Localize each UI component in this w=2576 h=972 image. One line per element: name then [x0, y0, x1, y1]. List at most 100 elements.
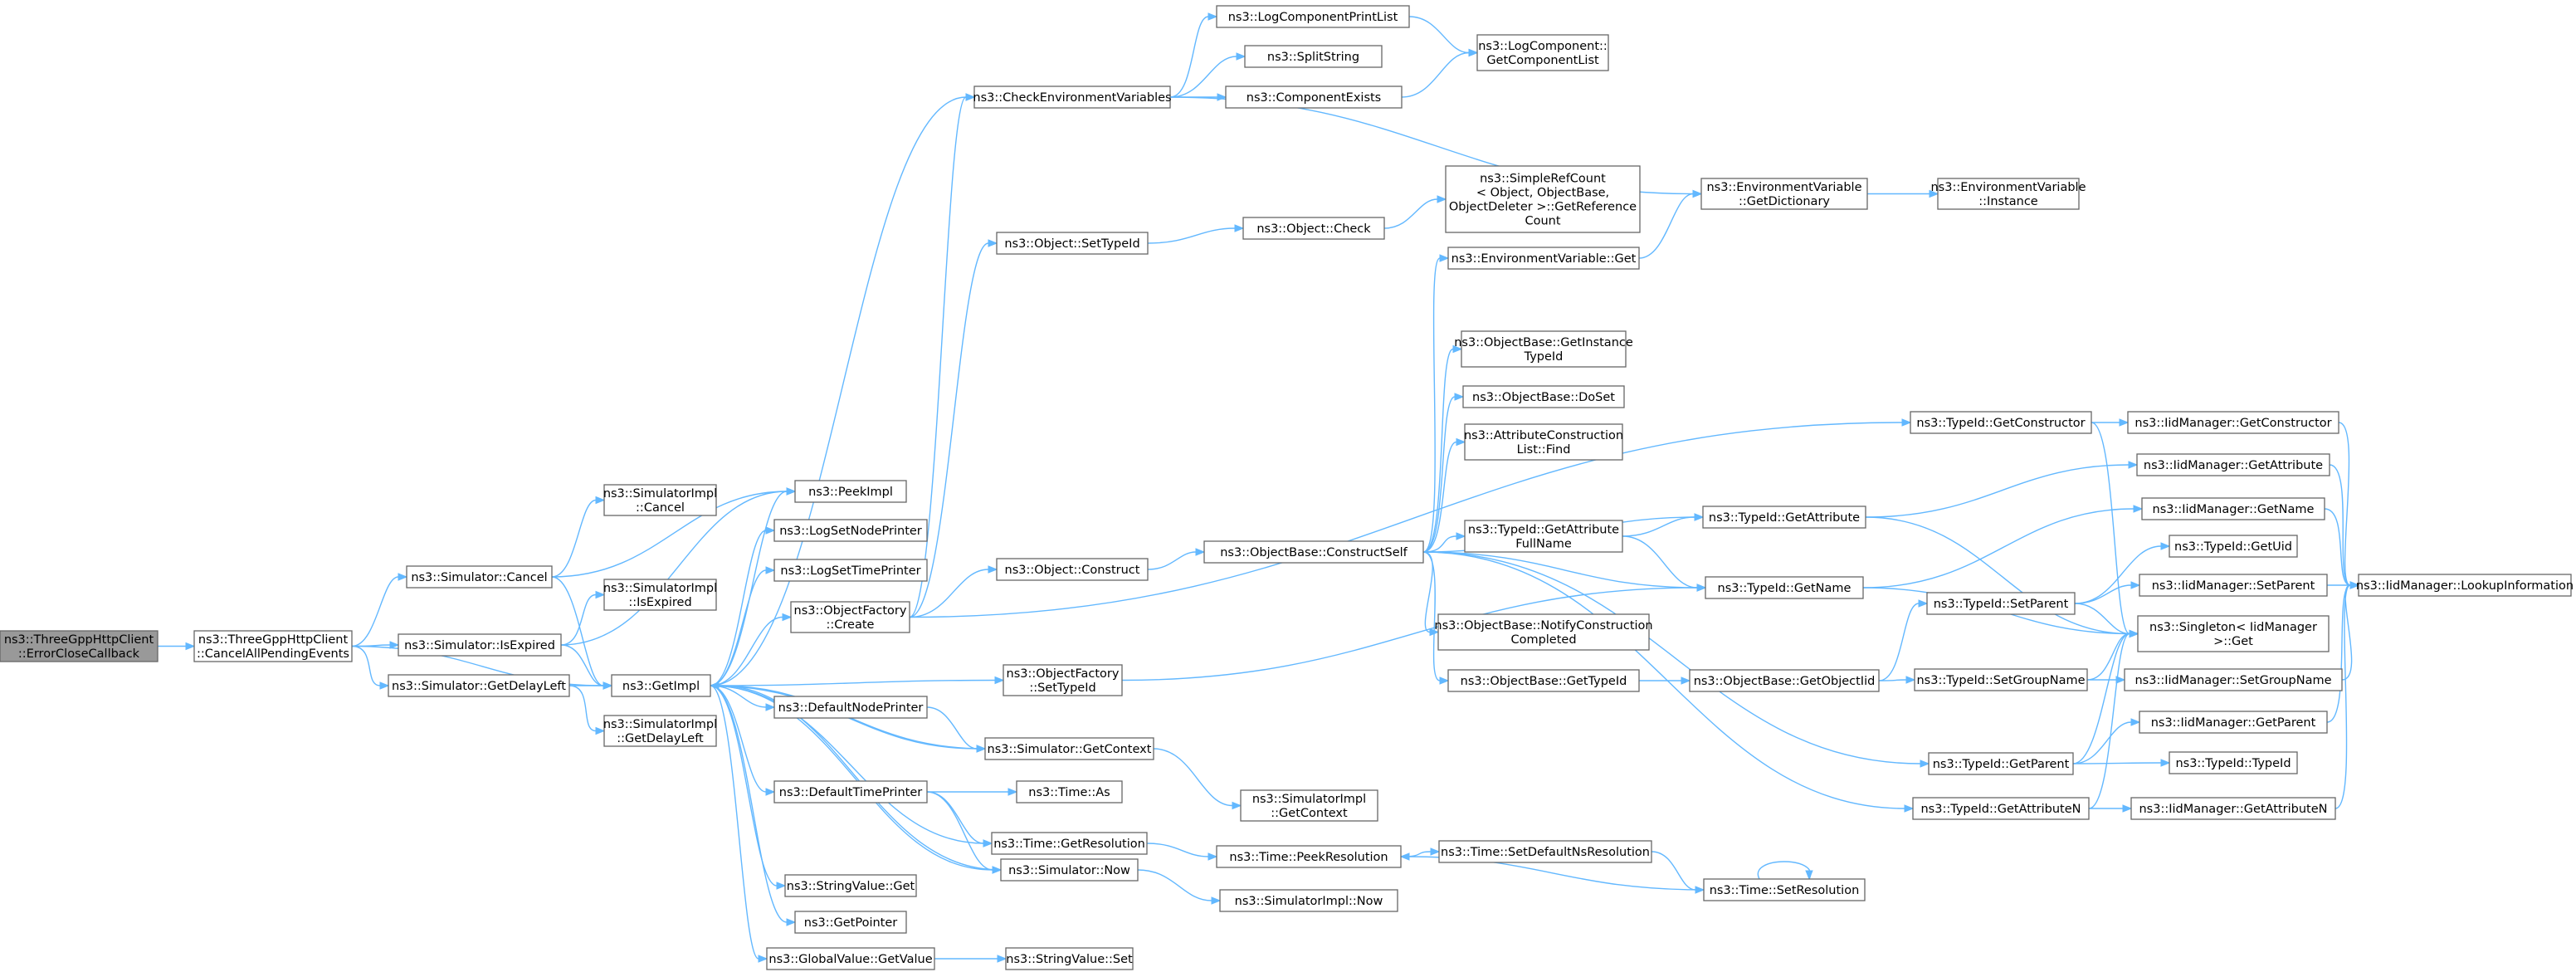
node-ns3-typeid-getuid[interactable]: ns3::TypeId::GetUid: [2169, 535, 2298, 558]
edge-cape-to-gdl: [351, 645, 390, 690]
node-label: ns3::StringValue::Set: [1006, 953, 1133, 966]
node-ns3-typeid-typeid[interactable]: ns3::TypeId::TypeId: [2169, 751, 2298, 774]
node-ns3-peekimpl[interactable]: ns3::PeekImpl: [794, 480, 907, 503]
node-ns3-simulator-getdelayleft[interactable]: ns3::Simulator::GetDelayLeft: [388, 674, 570, 697]
node-ns3-stringvalue-get[interactable]: ns3::StringValue::Get: [784, 874, 917, 897]
node-ns3-checkenvironmentvariables[interactable]: ns3::CheckEnvironmentVariables: [973, 85, 1172, 109]
node-ns3-iidmanager-getattributen[interactable]: ns3::IidManager::GetAttributeN: [2130, 797, 2336, 820]
node-ns3-logsettimeprinter[interactable]: ns3::LogSetTimePrinter: [773, 559, 928, 582]
node-box: [1016, 780, 1123, 803]
node-ns3-typeid-getname[interactable]: ns3::TypeId::GetName: [1705, 576, 1864, 599]
node-ns3-objectfactory-settypeid[interactable]: ns3::ObjectFactory::SetTypeId: [1003, 664, 1123, 696]
node-ns3-iidmanager-getparent[interactable]: ns3::IidManager::GetParent: [2139, 711, 2328, 734]
node-ns3-object-settypeid[interactable]: ns3::Object::SetTypeId: [996, 232, 1149, 255]
node-ns3-logcomponentprintlist[interactable]: ns3::LogComponentPrintList: [1216, 5, 1410, 28]
node-ns3-time-as[interactable]: ns3::Time::As: [1016, 780, 1123, 803]
node-label: ns3::CheckEnvironmentVariables: [973, 91, 1171, 105]
node-ns3-simulatorimpl-cancel[interactable]: ns3::SimulatorImpl::Cancel: [603, 484, 717, 516]
node-ns3-componentexists[interactable]: ns3::ComponentExists: [1225, 85, 1403, 109]
node-ns3-threegpphttpclient-cancelallpendingevents[interactable]: ns3::ThreeGppHttpClient::CancelAllPendin…: [193, 630, 353, 662]
node-ns3-simulatorimpl-isexpired[interactable]: ns3::SimulatorImpl::IsExpired: [603, 579, 717, 611]
node-label: ns3::TypeId::GetAttributeN: [1920, 803, 2081, 816]
node-ns3-typeid-getparent[interactable]: ns3::TypeId::GetParent: [1928, 752, 2074, 775]
edge-obcs-to-obdoset: [1422, 393, 1465, 553]
edge-gvgetval-to-strvset: [934, 955, 1007, 963]
node-label: Completed: [1510, 633, 1576, 647]
edge-objconstruct-to-obcs: [1147, 548, 1206, 570]
node-ns3-environmentvariable-get[interactable]: ns3::EnvironmentVariable::Get: [1447, 247, 1640, 270]
node-ns3-object-construct[interactable]: ns3::Object::Construct: [996, 558, 1149, 581]
node-label: ::GetDelayLeft: [617, 732, 704, 745]
node-ns3-logsetnodeprinter[interactable]: ns3::LogSetNodePrinter: [773, 519, 928, 542]
node-ns3-time-setresolution[interactable]: ns3::Time::SetResolution: [1703, 878, 1866, 901]
node-label: ObjectDeleter >::GetReference: [1449, 201, 1637, 214]
node-ns3-iidmanager-setgroupname[interactable]: ns3::IidManager::SetGroupName: [2124, 668, 2343, 691]
node-box: [1464, 423, 1623, 461]
node-ns3-stringvalue-set[interactable]: ns3::StringValue::Set: [1005, 947, 1134, 970]
edge-obcs-to-envget: [1422, 254, 1450, 553]
node-ns3-typeid-getattributen[interactable]: ns3::TypeId::GetAttributeN: [1912, 797, 2090, 820]
node-ns3-time-setdefaultnsresolution[interactable]: ns3::Time::SetDefaultNsResolution: [1438, 840, 1652, 863]
node-ns3-simplerefcount-object-objectbase-objectdeleter-getreference-count[interactable]: ns3::SimpleRefCount< Object, ObjectBase,…: [1445, 165, 1641, 233]
node-ns3-typeid-setgroupname[interactable]: ns3::TypeId::SetGroupName: [1914, 668, 2088, 691]
node-ns3-simulatorimpl-now[interactable]: ns3::SimulatorImpl::Now: [1219, 889, 1398, 912]
node-ns3-getpointer[interactable]: ns3::GetPointer: [794, 911, 907, 934]
node-ns3-objectbase-getobjectiid[interactable]: ns3::ObjectBase::GetObjectIid: [1689, 669, 1880, 692]
node-box: [794, 911, 907, 934]
edge-getimpl-to-lstp: [710, 566, 776, 686]
edge-obcs-to-tidgetname: [1422, 551, 1707, 592]
node-ns3-objectbase-gettypeid[interactable]: ns3::ObjectBase::GetTypeId: [1447, 669, 1640, 692]
edge-timegetres-to-timepeekres: [1146, 843, 1218, 861]
node-ns3-simulator-cancel[interactable]: ns3::Simulator::Cancel: [406, 565, 553, 589]
node-ns3-environmentvariable-getdictionary[interactable]: ns3::EnvironmentVariable::GetDictionary: [1700, 178, 1868, 210]
edge-tidsetparent-to-tidgetuid: [2074, 542, 2171, 604]
node-label: ::IsExpired: [628, 596, 691, 609]
node-box: [1926, 592, 2076, 615]
edge-lcpl-to-lcgcl: [1408, 16, 1479, 57]
node-box: [773, 780, 928, 803]
node-ns3-time-getresolution[interactable]: ns3::Time::GetResolution: [991, 832, 1148, 855]
node-ns3-logcomponent-getcomponentlist[interactable]: ns3::LogComponent::GetComponentList: [1476, 34, 1609, 71]
node-ns3-simulator-now[interactable]: ns3::Simulator::Now: [1000, 858, 1139, 882]
node-ns3-simulator-getcontext[interactable]: ns3::Simulator::GetContext: [984, 737, 1154, 760]
node-label: TypeId: [1524, 350, 1564, 364]
node-ns3-globalvalue-getvalue[interactable]: ns3::GlobalValue::GetValue: [766, 947, 935, 970]
node-label: ns3::Simulator::GetContext: [988, 743, 1152, 756]
edge-obgoi-to-tidsetparent: [1878, 599, 1929, 681]
node-box: [773, 519, 928, 542]
node-label: ns3::Time::SetResolution: [1710, 884, 1860, 897]
node-ns3-object-check[interactable]: ns3::Object::Check: [1242, 217, 1385, 240]
node-ns3-time-peekresolution[interactable]: ns3::Time::PeekResolution: [1216, 845, 1402, 868]
node-ns3-threegpphttpclient-errorclosecallback[interactable]: ns3::ThreeGppHttpClient::ErrorCloseCallb…: [0, 630, 159, 662]
node-ns3-simulatorimpl-getcontext[interactable]: ns3::SimulatorImpl::GetContext: [1240, 789, 1378, 822]
node-label: ns3::SplitString: [1267, 51, 1359, 64]
node-ns3-defaultnodeprinter[interactable]: ns3::DefaultNodePrinter: [773, 696, 928, 719]
node-label: ns3::Object::SetTypeId: [1004, 237, 1139, 251]
node-ns3-iidmanager-getattribute[interactable]: ns3::IidManager::GetAttribute: [2136, 453, 2330, 476]
node-ns3-splitstring[interactable]: ns3::SplitString: [1244, 45, 1383, 68]
node-ns3-defaulttimeprinter[interactable]: ns3::DefaultTimePrinter: [773, 780, 928, 803]
node-ns3-singleton-iidmanager-get[interactable]: ns3::Singleton< IidManager>::Get: [2137, 615, 2330, 652]
node-ns3-iidmanager-lookupinformation[interactable]: ns3::IidManager::LookupInformation: [2356, 574, 2574, 597]
node-ns3-iidmanager-getname[interactable]: ns3::IidManager::GetName: [2141, 497, 2325, 520]
node-ns3-iidmanager-getconstructor[interactable]: ns3::IidManager::GetConstructor: [2127, 411, 2339, 434]
node-label: ns3::SimulatorImpl::Now: [1235, 895, 1383, 908]
edge-objsettid-to-objcheck: [1147, 224, 1245, 244]
node-ns3-environmentvariable-instance[interactable]: ns3::EnvironmentVariable::Instance: [1930, 178, 2086, 210]
node-ns3-getimpl[interactable]: ns3::GetImpl: [611, 674, 711, 697]
node-label: List::Find: [1517, 443, 1571, 457]
node-ns3-objectbase-constructself[interactable]: ns3::ObjectBase::ConstructSelf: [1203, 540, 1424, 564]
node-ns3-typeid-setparent[interactable]: ns3::TypeId::SetParent: [1926, 592, 2076, 615]
node-ns3-iidmanager-setparent[interactable]: ns3::IidManager::SetParent: [2139, 574, 2328, 597]
node-ns3-objectbase-notifyconstruction-completed[interactable]: ns3::ObjectBase::NotifyConstructionCompl…: [1434, 613, 1653, 651]
node-ns3-simulatorimpl-getdelayleft[interactable]: ns3::SimulatorImpl::GetDelayLeft: [603, 715, 717, 747]
node-ns3-objectfactory-create[interactable]: ns3::ObjectFactory::Create: [790, 601, 910, 633]
node-ns3-simulator-isexpired[interactable]: ns3::Simulator::IsExpired: [398, 633, 562, 657]
node-ns3-typeid-getconstructor[interactable]: ns3::TypeId::GetConstructor: [1910, 411, 2092, 434]
node-ns3-typeid-getattribute[interactable]: ns3::TypeId::GetAttribute: [1702, 506, 1866, 529]
node-box: [611, 674, 711, 697]
node-ns3-objectbase-doset[interactable]: ns3::ObjectBase::DoSet: [1462, 385, 1625, 408]
